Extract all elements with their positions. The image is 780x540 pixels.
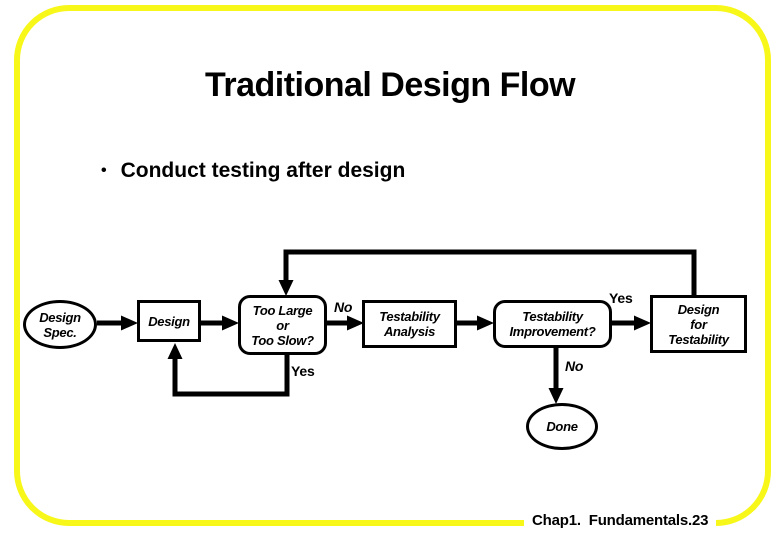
edge-label-no-to-done: No (565, 358, 584, 374)
node-done-line1: Done (546, 419, 578, 434)
node-testability-analysis-line2: Analysis (383, 324, 436, 339)
node-too-large-decision: Too Large or Too Slow? (238, 295, 327, 355)
edge-label-yes-to-dft: Yes (609, 290, 633, 306)
arrowhead-improvement-to-dft (634, 315, 651, 331)
edge-label-yes-loop-back: Yes (291, 363, 315, 379)
node-dft-line2: for (690, 316, 707, 332)
node-design-line1: Design (148, 313, 190, 329)
arrowhead-yes-loop-to-design (167, 343, 183, 359)
arrowhead-improvement-to-done (548, 388, 564, 404)
node-testability-analysis-line1: Testability (379, 309, 440, 324)
slide-yellow-border (14, 5, 771, 526)
node-too-large-line1: Too Large (252, 302, 313, 318)
node-too-large-line2: or (276, 317, 289, 333)
bullet-item: • Conduct testing after design (101, 159, 405, 183)
arrowhead-design-to-toolarge (222, 315, 239, 331)
bullet-marker: • (101, 162, 107, 179)
edge-dft-loop-to-toolarge (283, 249, 697, 297)
edge-yes-loop-to-design (172, 352, 290, 397)
slide-footer-page-label: Chap1. Fundamentals.23 (524, 512, 717, 529)
node-dft-line1: Design (677, 301, 720, 317)
arrowhead-toolarge-to-analysis (347, 315, 364, 331)
arrowhead-analysis-to-improvement (477, 315, 494, 331)
node-design-for-testability: Design for Testability (650, 295, 747, 353)
node-design-spec-line2: Spec. (43, 324, 77, 340)
node-testability-analysis: Testability Analysis (362, 300, 457, 348)
arrowhead-spec-to-design (121, 315, 138, 331)
node-design-spec-line1: Design (39, 309, 81, 325)
node-testability-improvement-line1: Testability (522, 309, 583, 324)
node-testability-improvement-line2: Improvement? (509, 324, 596, 339)
node-dft-line3: Testability (668, 331, 729, 347)
node-design: Design (137, 300, 201, 342)
edge-label-no-to-analysis: No (334, 299, 353, 315)
node-too-large-line3: Too Slow? (251, 332, 314, 348)
node-design-spec: Design Spec. (23, 300, 97, 349)
bullet-text: Conduct testing after design (120, 159, 406, 182)
slide-title: Traditional Design Flow (204, 66, 576, 104)
node-testability-improvement-decision: Testability Improvement? (493, 300, 612, 348)
node-done: Done (526, 403, 598, 450)
arrowhead-dft-loop-to-toolarge (278, 280, 294, 296)
